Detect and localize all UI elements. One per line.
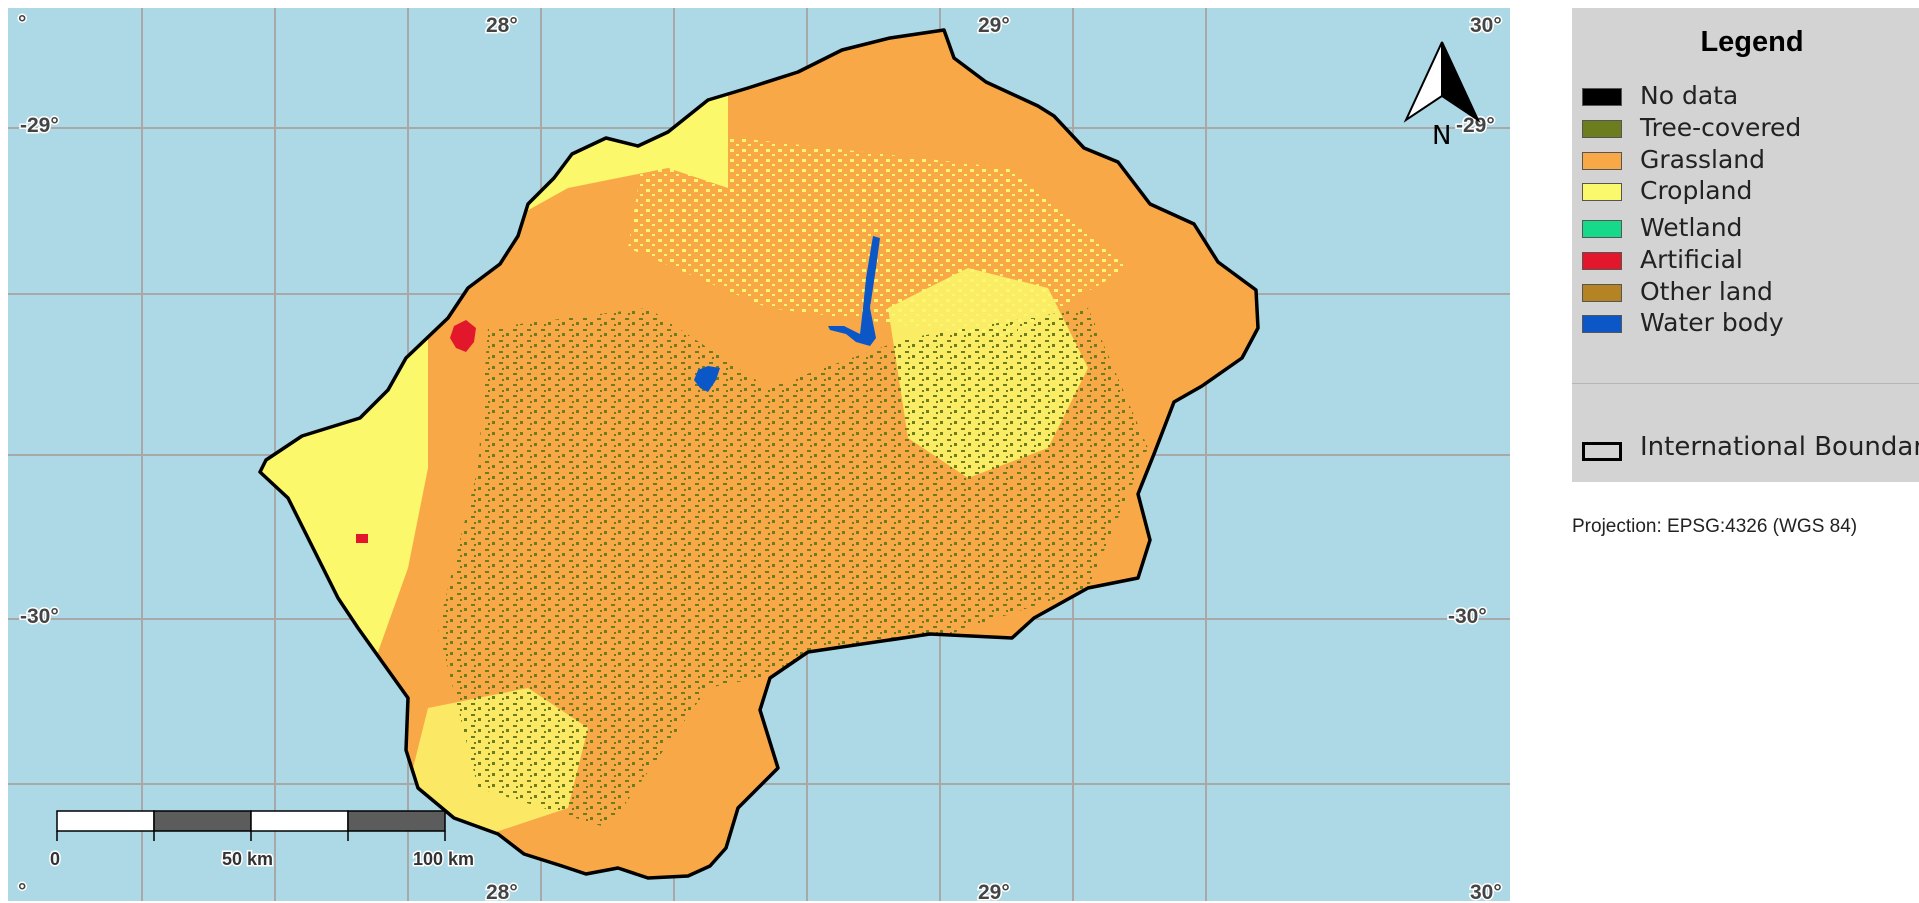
coordinate-labels: ° 28° 29° 30° 28° 29° 30° ° -29° -30° -2… <box>17 11 1504 902</box>
water-body-dam <box>828 236 880 346</box>
boundary-swatch-icon <box>1582 442 1622 461</box>
legend-swatch-icon <box>1582 315 1622 333</box>
top-label-30: 30° <box>1470 14 1502 37</box>
legend-swatch-icon <box>1582 252 1622 270</box>
north-arrow-label: N <box>1432 121 1451 151</box>
scale-segment-3 <box>250 810 349 832</box>
water-body-small <box>694 366 720 392</box>
legend-item-label: Wetland <box>1640 213 1743 242</box>
cropland-speckle-area <box>628 128 1128 338</box>
legend-item-label: Water body <box>1640 308 1784 337</box>
corner-label-bottom-left: ° <box>18 880 26 901</box>
legend-item-label: Artificial <box>1640 245 1743 274</box>
scale-bar: 0 50 km 100 km <box>49 810 476 871</box>
top-label-28: 28° <box>486 14 518 37</box>
scale-label-100km: 100 km <box>413 849 474 869</box>
right-label-minus-30: -30° <box>1448 605 1487 628</box>
tree-cover-area <box>438 308 1148 828</box>
legend-swatch-icon <box>1582 284 1622 302</box>
scale-label-0: 0 <box>50 849 60 869</box>
legend-swatch-icon <box>1582 183 1622 201</box>
country-boundary <box>258 28 1260 880</box>
legend-item-label: Tree-covered <box>1640 113 1802 142</box>
top-label-29: 29° <box>978 14 1010 37</box>
bottom-label-30: 30° <box>1470 881 1502 901</box>
bottom-label-28: 28° <box>486 881 518 901</box>
scale-label-50km: 50 km <box>222 849 273 869</box>
corner-label-top-left: ° <box>18 12 26 35</box>
map-view[interactable]: ° 28° 29° 30° 28° 29° 30° ° -29° -30° -2… <box>8 8 1510 901</box>
legend-item-label: Other land <box>1640 277 1773 306</box>
legend-item-label: Grassland <box>1640 145 1765 174</box>
legend-divider <box>1572 383 1919 384</box>
bottom-label-29: 29° <box>978 881 1010 901</box>
legend-item-label: Cropland <box>1640 176 1753 205</box>
legend-swatch-icon <box>1582 88 1622 106</box>
left-label-minus-30: -30° <box>20 605 59 628</box>
projection-note: Projection: EPSG:4326 (WGS 84) <box>1572 516 1858 537</box>
legend-swatch-icon <box>1582 220 1622 238</box>
scale-segment-2 <box>153 810 252 832</box>
legend-swatch-icon <box>1582 120 1622 138</box>
artificial-area-small <box>356 534 368 543</box>
north-arrow: N <box>1403 41 1481 151</box>
artificial-area <box>450 320 476 352</box>
legend-item-label: International Boundary <box>1640 432 1919 462</box>
left-label-minus-29: -29° <box>20 114 59 137</box>
scale-segment-4 <box>347 810 446 832</box>
north-arrow-right-half-icon <box>1441 41 1481 123</box>
scale-segment-1 <box>56 810 155 832</box>
legend-swatch-icon <box>1582 152 1622 170</box>
legend-title: Legend <box>1700 26 1804 58</box>
legend-item-label: No data <box>1640 81 1739 110</box>
